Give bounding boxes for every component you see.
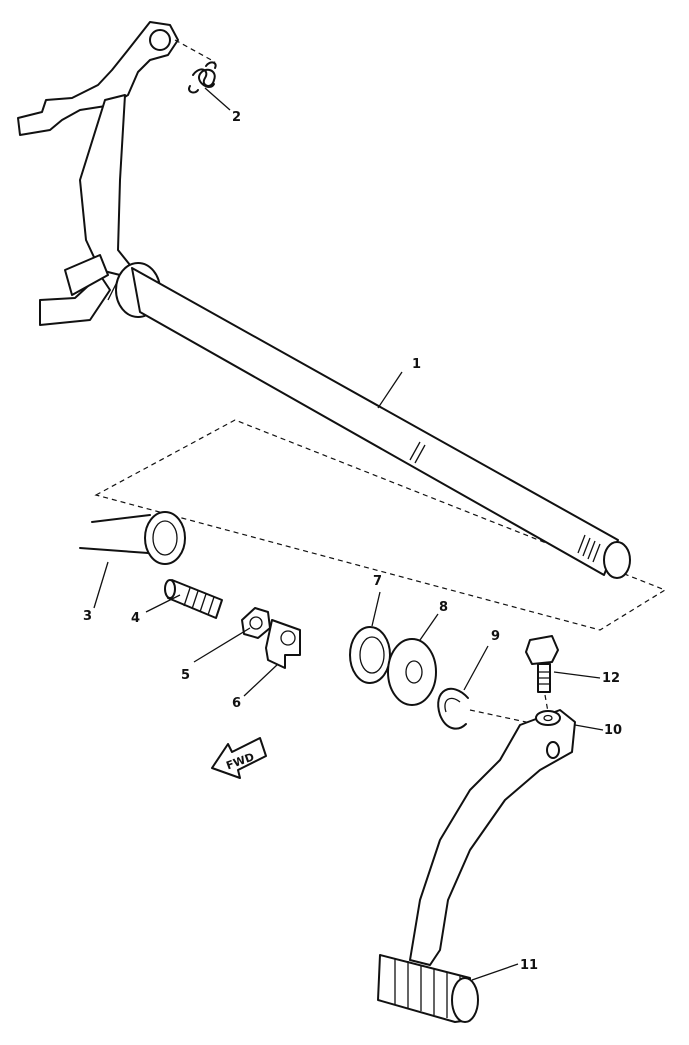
leader-lines xyxy=(93,87,604,981)
shift-pedal-part-10 xyxy=(409,709,576,966)
callout-3: 3 xyxy=(83,609,92,624)
callout-10: 10 xyxy=(604,723,622,738)
callout-2: 2 xyxy=(232,110,241,125)
pin-part-4 xyxy=(164,579,223,619)
lock-plate-part-6 xyxy=(265,619,301,669)
callout-5: 5 xyxy=(181,668,190,683)
forward-direction-arrow: FWD xyxy=(211,737,267,779)
spring-part-2 xyxy=(188,61,217,94)
pedal-rubber-part-11 xyxy=(377,954,479,1023)
callout-8: 8 xyxy=(439,600,448,615)
callout-1: 1 xyxy=(412,357,421,372)
callout-9: 9 xyxy=(491,629,500,644)
bolt-part-12 xyxy=(525,635,559,693)
callout-7: 7 xyxy=(373,574,382,589)
shift-shaft xyxy=(131,267,631,579)
callout-12: 12 xyxy=(602,671,620,686)
dash-leader-9-10 xyxy=(469,709,541,726)
dash-leader-12 xyxy=(544,694,549,713)
circlip-part-9 xyxy=(437,687,469,730)
nut-part-5 xyxy=(241,607,271,639)
torsion-spring-part-3 xyxy=(79,511,186,565)
callout-11: 11 xyxy=(520,958,538,973)
dash-leader-2 xyxy=(174,39,216,63)
oil-seal-part-7 xyxy=(349,626,391,684)
washer-part-8 xyxy=(387,638,437,706)
callout-4: 4 xyxy=(131,611,140,626)
callout-6: 6 xyxy=(232,696,241,711)
